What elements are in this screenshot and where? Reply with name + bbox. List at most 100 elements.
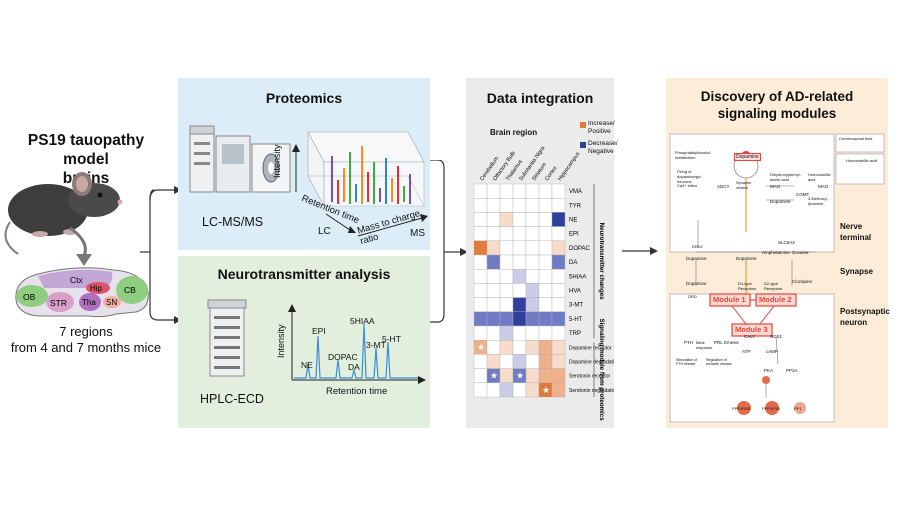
node-pp2a: PP2A [786,368,798,373]
heatmap-row-label: DA [569,260,577,266]
heatmap-cell [525,325,540,341]
heatmap-cell [486,283,501,298]
heatmap-cell [512,311,527,327]
heatmap-cell [538,325,553,341]
connector-right [622,247,658,255]
heatmap-cell [525,283,540,298]
neuro-axis-retention: Retention time [326,386,388,397]
heatmap-cell [525,354,540,369]
region-cb [116,276,148,304]
heatmap-cell [499,226,514,242]
mouse-tail [4,221,19,255]
heatmap-cell [512,254,527,270]
node-reg-prl: Regulation of prolactin release [706,358,732,366]
heatmap-column-label: Cortex [544,165,558,182]
heatmap-cell [512,240,527,256]
heatmap-row-label: 5HIAA [569,274,586,280]
node-mao1: MAO [770,184,781,189]
heatmap-row-label: EPI [569,232,579,238]
heatmap-cell [499,354,514,369]
hplc-label: HPLC-ECD [200,392,264,406]
discovery-title: Discovery of AD-related signaling module… [666,88,888,122]
peak-label-3mt: 3-MT [366,340,386,350]
heatmap-cell [538,368,553,384]
mouse-eye [97,192,103,198]
node-pka: PKA [764,368,774,373]
heatmap-cell [538,197,553,213]
heatmap-cell [538,254,553,270]
heatmap-row-label: TRP [569,331,581,337]
legend-increase-label: Increase/ Positive [588,120,615,135]
heatmap-row-label: 5-HT [569,317,583,323]
heatmap-cell [512,283,527,298]
node-blink: Blink response [696,340,713,350]
discovery-panel: Discovery of AD-related signaling module… [666,78,890,428]
mouse-ear-inner [76,176,88,192]
star-icon: ★ [542,385,550,395]
heatmap-column-label: Hippocampus [557,151,581,182]
heatmap-cell [551,325,566,341]
heatmap-cell [512,354,527,369]
heatmap-cell [473,183,488,199]
heatmap-cell [473,297,488,313]
node-ca: Ca2+ influx [677,183,698,188]
region-ob [16,285,48,307]
heatmap-cell [486,354,501,369]
heatmap-cell [525,297,540,313]
heatmap-cell [499,254,514,270]
heatmap-cell [499,212,514,227]
region-tha [79,293,101,311]
heatmap-row-label: DOPAC [569,246,591,252]
node-methoxytyramine: 3-Methoxy-tyramine [808,196,829,206]
heatmap-cell [551,311,566,327]
heatmap-cell [486,226,501,242]
node-amphetamine: Amphetamine [762,250,790,255]
heatmap-cell [525,311,540,327]
heatmap-cell [499,368,514,384]
heatmap-cell [486,268,501,284]
legend-increase-swatch [580,122,586,128]
node-firing: Firing of dopaminergic neurons [677,169,702,184]
node-homovanillic2: Homovanillic acid [846,158,878,163]
node-drd2: DRD2 [692,244,703,249]
heatmap-cell [551,368,566,384]
node-pp1: PP1 [794,406,802,411]
heatmap-cell [551,197,566,213]
heatmap-cell [538,240,553,256]
region-label-cb: CB [124,285,136,295]
heatmap-cell [486,240,501,256]
heatmap-cell [473,311,488,327]
proteomics-title: Proteomics [265,90,343,106]
heatmap-row-label: HVA [569,289,581,295]
region-label-tha: Tha [82,298,96,307]
star-icon: ★ [477,342,485,352]
proteomics-panel: Proteomics LC-MS/MS [178,78,430,250]
chromatogram [288,304,426,384]
region-hip [86,282,110,294]
heatmap-cell [525,340,540,355]
heatmap-cell [538,340,553,355]
section-synapse: Synapse [840,267,873,276]
node-clozapine: Clozapine [792,279,813,284]
node-cocaine: Cocaine [792,250,809,255]
heatmap-cell [525,254,540,270]
heatmap-cell [473,268,488,284]
heatmap-row-label: Dopamine receptor [569,345,612,351]
heatmap-row-label: TYR [569,203,582,209]
connector-middle [430,160,468,323]
heatmap-cell [473,212,488,227]
node-pth: PTH [684,340,693,345]
proteomics-axis-intensity: Intensity [272,144,282,178]
heatmap-cell [512,325,527,341]
heatmap-cell [512,382,527,398]
node-camp: cAMP [766,349,779,354]
peak-label-epi: EPI [312,326,326,336]
heatmap-cell [512,340,527,355]
heatmap-cell [486,297,501,313]
legend-decrease-label: Decrease/ Negative [588,140,618,155]
heatmap-cell [512,268,527,284]
neuro-title: Neurotransmitter analysis [217,266,391,282]
lcms-label: LC-MS/MS [202,215,264,229]
heatmap-cell [499,283,514,298]
